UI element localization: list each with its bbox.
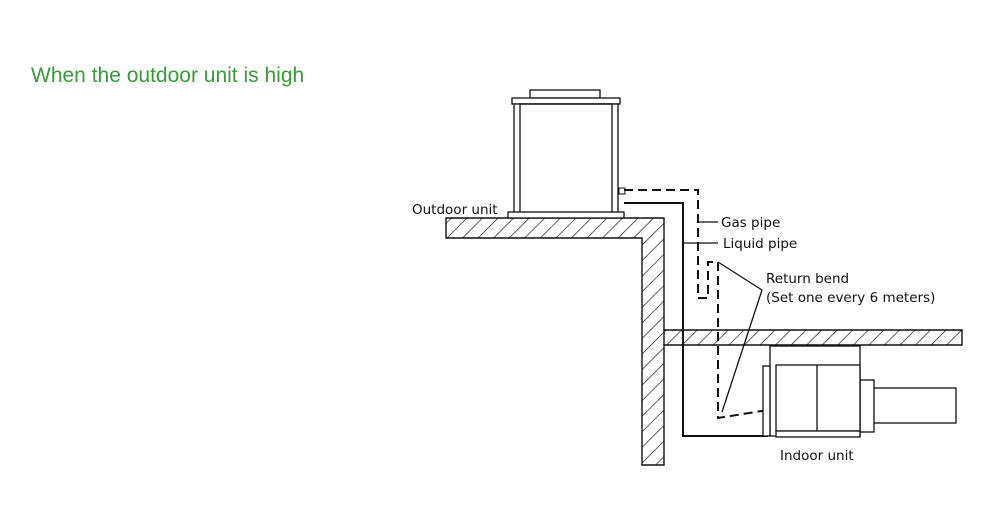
indoor-unit-label: Indoor unit <box>780 448 854 464</box>
indoor-unit <box>762 345 957 438</box>
outdoor-unit <box>507 89 626 219</box>
outdoor-unit-label: Outdoor unit <box>412 202 498 218</box>
upper-slab-and-wall <box>445 217 963 466</box>
page-title: When the outdoor unit is high <box>31 64 305 87</box>
gas-pipe-label: Gas pipe <box>721 215 780 231</box>
return-bend-note: (Set one every 6 meters) <box>766 290 935 306</box>
gas-pipe <box>624 189 769 420</box>
liquid-pipe <box>624 202 768 437</box>
return-bend-label: Return bend <box>766 271 849 287</box>
liquid-pipe-label: Liquid pipe <box>723 236 797 252</box>
